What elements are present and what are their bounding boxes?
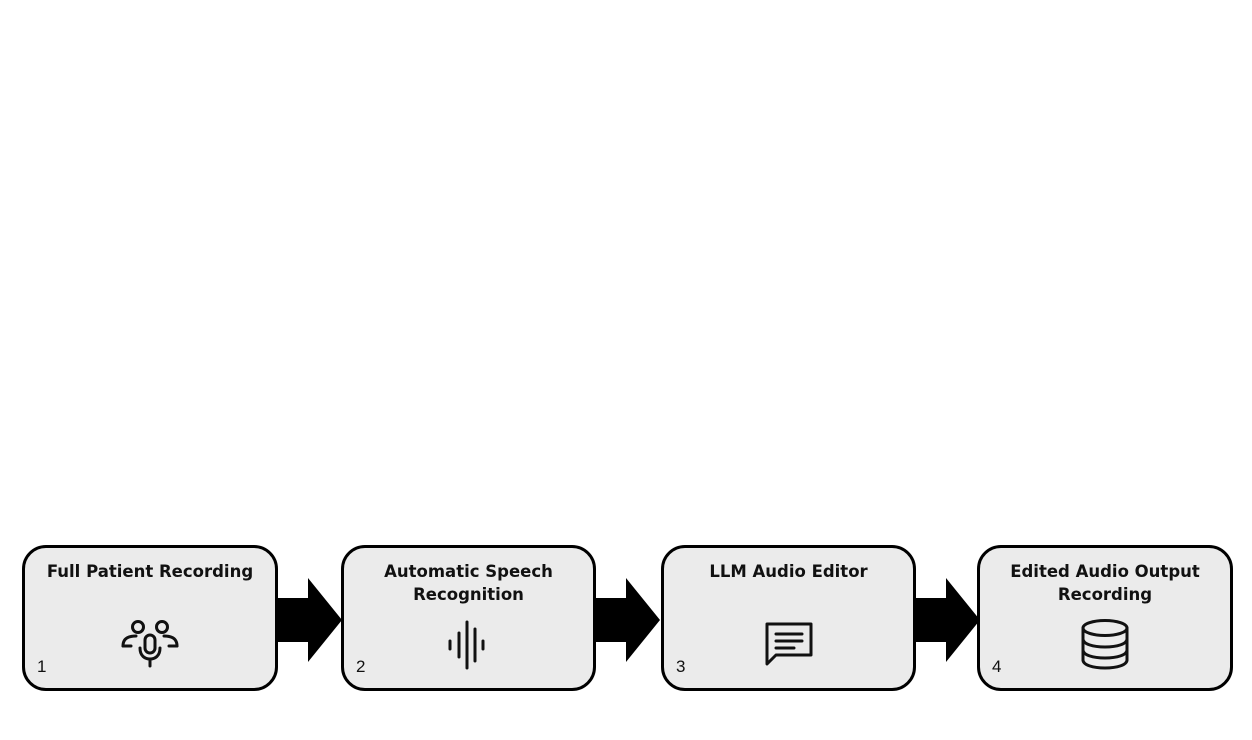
step-title: Full Patient Recording [46,562,254,581]
step-box-llm-audio-editor: LLM Audio Editor 3 [661,545,916,691]
step-title: Edited Audio Output Recording [1010,562,1200,604]
step-box-edited-audio-output-recording: Edited Audio Output Recording 4 [977,545,1233,691]
step-number: 2 [356,657,366,676]
step-number: 4 [992,657,1002,676]
database-icon [1073,618,1137,674]
step-title: Automatic Speech Recognition [384,562,553,604]
step-box-automatic-speech-recognition: Automatic Speech Recognition 2 [341,545,596,691]
chat-message-icon [757,618,821,674]
people-microphone-icon [118,618,182,674]
step-box-full-patient-recording: Full Patient Recording 1 [22,545,278,691]
right-arrow-icon [594,578,660,662]
step-number: 1 [37,657,47,676]
step-title: LLM Audio Editor [709,562,868,581]
right-arrow-icon [276,578,342,662]
right-arrow-icon [914,578,980,662]
step-number: 3 [676,657,686,676]
audio-waveform-icon [437,618,501,674]
